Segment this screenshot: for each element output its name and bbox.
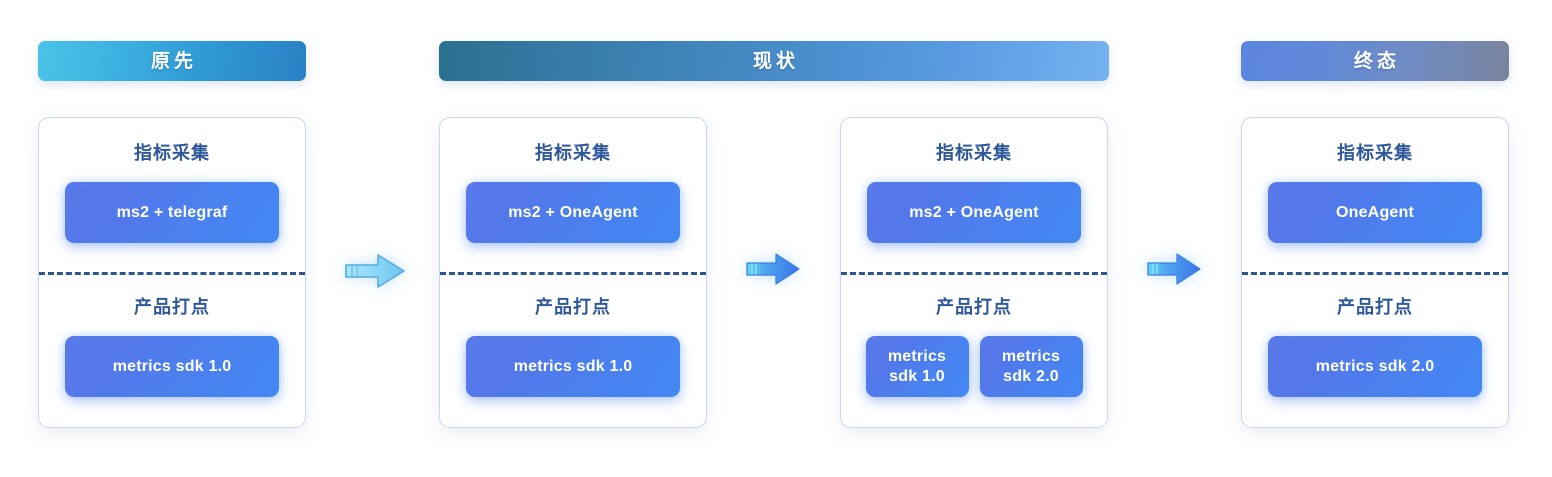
- component-pill[interactable]: metrics sdk 1.0: [466, 336, 680, 397]
- card-section-tracking: 产品打点 metrics sdk 1.0 metrics sdk 2.0: [841, 298, 1107, 397]
- card-section-tracking: 产品打点 metrics sdk 2.0: [1242, 298, 1508, 397]
- pill-row: ms2 + telegraf: [65, 182, 279, 243]
- component-pill[interactable]: metrics sdk 2.0: [1268, 336, 1482, 397]
- component-pill[interactable]: OneAgent: [1268, 182, 1482, 243]
- phase-banner-label: 现状: [752, 50, 799, 72]
- section-title: 指标采集: [134, 143, 210, 163]
- section-title: 指标采集: [535, 143, 611, 163]
- pill-row: ms2 + OneAgent: [867, 182, 1081, 243]
- stage-card: 指标采集 ms2 + OneAgent 产品打点 metrics sdk 1.0: [439, 117, 707, 428]
- right-arrow-icon: [344, 252, 406, 290]
- phase-banner-label: 终态: [1353, 50, 1400, 72]
- pill-row: metrics sdk 1.0: [466, 336, 680, 397]
- right-arrow-icon: [745, 252, 801, 286]
- section-title: 指标采集: [1337, 143, 1413, 163]
- stage-card: 指标采集 OneAgent 产品打点 metrics sdk 2.0: [1241, 117, 1509, 428]
- phase-banner-label: 原先: [150, 50, 197, 72]
- stage-card: 指标采集 ms2 + OneAgent 产品打点 metrics sdk 1.0…: [840, 117, 1108, 428]
- phase-banner-original: 原先: [38, 41, 306, 81]
- component-pill[interactable]: metrics sdk 1.0: [65, 336, 279, 397]
- phase-banner-final: 终态: [1241, 41, 1509, 81]
- pill-row: metrics sdk 1.0: [65, 336, 279, 397]
- section-title: 产品打点: [1337, 297, 1413, 317]
- section-title: 指标采集: [936, 143, 1012, 163]
- section-divider: [841, 272, 1107, 275]
- card-section-tracking: 产品打点 metrics sdk 1.0: [440, 298, 706, 397]
- pill-row: ms2 + OneAgent: [466, 182, 680, 243]
- component-pill[interactable]: ms2 + OneAgent: [867, 182, 1081, 243]
- phase-banner-current: 现状: [439, 41, 1109, 81]
- component-pill[interactable]: ms2 + telegraf: [65, 182, 279, 243]
- section-divider: [1242, 272, 1508, 275]
- card-section-collection: 指标采集 ms2 + OneAgent: [841, 144, 1107, 243]
- pill-row: metrics sdk 1.0 metrics sdk 2.0: [865, 336, 1083, 397]
- section-title: 产品打点: [936, 297, 1012, 317]
- pill-row: metrics sdk 2.0: [1268, 336, 1482, 397]
- card-section-tracking: 产品打点 metrics sdk 1.0: [39, 298, 305, 397]
- component-pill[interactable]: metrics sdk 2.0: [979, 336, 1083, 397]
- card-section-collection: 指标采集 ms2 + telegraf: [39, 144, 305, 243]
- section-title: 产品打点: [535, 297, 611, 317]
- stage-card: 指标采集 ms2 + telegraf 产品打点 metrics sdk 1.0: [38, 117, 306, 428]
- section-divider: [440, 272, 706, 275]
- card-section-collection: 指标采集 OneAgent: [1242, 144, 1508, 243]
- right-arrow-icon: [1146, 252, 1202, 286]
- card-section-collection: 指标采集 ms2 + OneAgent: [440, 144, 706, 243]
- section-divider: [39, 272, 305, 275]
- component-pill[interactable]: ms2 + OneAgent: [466, 182, 680, 243]
- section-title: 产品打点: [134, 297, 210, 317]
- pill-row: OneAgent: [1268, 182, 1482, 243]
- component-pill[interactable]: metrics sdk 1.0: [865, 336, 969, 397]
